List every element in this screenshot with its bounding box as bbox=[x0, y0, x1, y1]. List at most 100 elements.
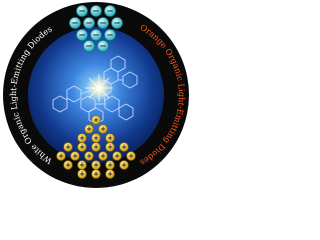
electron-icon: − bbox=[83, 17, 95, 29]
hole-icon-sign: + bbox=[93, 170, 99, 178]
hole-icon: + bbox=[91, 160, 101, 170]
hole-icon-sign: + bbox=[100, 152, 106, 160]
hole-icon-sign: + bbox=[79, 143, 85, 151]
hole-icon: + bbox=[126, 151, 136, 161]
hole-icon: + bbox=[119, 160, 129, 170]
electron-icon: − bbox=[90, 5, 102, 17]
electron-icon-circle bbox=[111, 17, 123, 29]
electron-icon-circle bbox=[104, 29, 116, 41]
hole-icon-circle bbox=[105, 169, 115, 179]
electron-icon: − bbox=[97, 40, 109, 52]
hole-icon-sign: + bbox=[65, 161, 71, 169]
hole-icon-sign: + bbox=[100, 125, 106, 133]
hole-icon-circle bbox=[77, 142, 87, 152]
electron-icon: − bbox=[104, 5, 116, 17]
hole-icon: + bbox=[63, 160, 73, 170]
hole-icon-sign: + bbox=[79, 161, 85, 169]
hole-icon: + bbox=[84, 124, 94, 134]
hole-icon-circle bbox=[77, 169, 87, 179]
hole-icon: + bbox=[91, 142, 101, 152]
hole-icon: + bbox=[77, 160, 87, 170]
electron-icon-circle bbox=[69, 17, 81, 29]
electron-icon: − bbox=[97, 17, 109, 29]
electron-icon-sign: − bbox=[99, 41, 106, 51]
hole-icon: + bbox=[119, 142, 129, 152]
hole-icon-circle bbox=[112, 151, 122, 161]
hole-icon: + bbox=[84, 151, 94, 161]
hole-icon: + bbox=[77, 169, 87, 179]
electron-icon-sign: − bbox=[78, 6, 85, 16]
hole-icon: + bbox=[105, 160, 115, 170]
hole-icon-sign: + bbox=[121, 143, 127, 151]
hole-icon-sign: + bbox=[93, 143, 99, 151]
hole-icon-circle bbox=[98, 124, 108, 134]
emission-sparkle-icon bbox=[85, 74, 113, 102]
electron-icon-circle bbox=[83, 40, 95, 52]
hole-icon-circle bbox=[98, 151, 108, 161]
electron-icon-circle bbox=[90, 29, 102, 41]
electron-icon: − bbox=[90, 29, 102, 41]
electron-icon-circle bbox=[76, 5, 88, 17]
hole-icon-sign: + bbox=[107, 143, 113, 151]
electron-icon-sign: − bbox=[92, 30, 99, 40]
hole-icon-sign: + bbox=[107, 161, 113, 169]
hole-icon: + bbox=[77, 142, 87, 152]
hole-icon-sign: + bbox=[58, 152, 64, 160]
electron-icon-sign: − bbox=[99, 18, 106, 28]
hole-icon-sign: + bbox=[65, 143, 71, 151]
hole-icon-sign: + bbox=[72, 152, 78, 160]
hole-icon-circle bbox=[84, 124, 94, 134]
electron-icon: − bbox=[76, 29, 88, 41]
hole-icon-sign: + bbox=[93, 161, 99, 169]
hole-icon-sign: + bbox=[128, 152, 134, 160]
hole-icon-circle bbox=[105, 142, 115, 152]
hole-icon-circle bbox=[63, 142, 73, 152]
hole-group: +++++++++++++++++++++++++ bbox=[56, 115, 136, 179]
electron-icon: − bbox=[83, 40, 95, 52]
electron-icon-sign: − bbox=[113, 18, 120, 28]
hole-icon: + bbox=[98, 124, 108, 134]
hole-icon-circle bbox=[84, 151, 94, 161]
electron-icon-sign: − bbox=[92, 6, 99, 16]
hole-icon-circle bbox=[91, 115, 101, 125]
hole-icon-circle bbox=[119, 160, 129, 170]
hole-icon-sign: + bbox=[93, 134, 99, 142]
hole-icon: + bbox=[63, 142, 73, 152]
electron-icon: − bbox=[69, 17, 81, 29]
hole-icon: + bbox=[105, 169, 115, 179]
electron-icon-circle bbox=[76, 29, 88, 41]
hole-icon-sign: + bbox=[107, 170, 113, 178]
hole-icon-circle bbox=[63, 160, 73, 170]
hole-icon: + bbox=[77, 133, 87, 143]
hole-icon-circle bbox=[91, 169, 101, 179]
electron-icon-sign: − bbox=[106, 30, 113, 40]
electron-icon-circle bbox=[90, 5, 102, 17]
hole-icon-circle bbox=[91, 142, 101, 152]
hole-icon: + bbox=[112, 151, 122, 161]
hole-icon-circle bbox=[126, 151, 136, 161]
electron-icon: − bbox=[76, 5, 88, 17]
electron-icon-circle bbox=[104, 5, 116, 17]
hole-icon-circle bbox=[56, 151, 66, 161]
hole-icon: + bbox=[56, 151, 66, 161]
hole-icon: + bbox=[105, 142, 115, 152]
hole-icon-sign: + bbox=[121, 161, 127, 169]
hole-icon-sign: + bbox=[86, 152, 92, 160]
electron-icon: − bbox=[111, 17, 123, 29]
hole-icon: + bbox=[91, 169, 101, 179]
hole-icon-sign: + bbox=[79, 134, 85, 142]
hole-icon-circle bbox=[70, 151, 80, 161]
electron-icon-sign: − bbox=[78, 30, 85, 40]
hole-icon: + bbox=[70, 151, 80, 161]
electron-group: −−−−−−−−−−−− bbox=[69, 5, 123, 52]
hole-icon: + bbox=[91, 133, 101, 143]
hole-icon: + bbox=[98, 151, 108, 161]
hole-icon-sign: + bbox=[86, 125, 92, 133]
oled-diagram: White Organic Light-Emitting Diodes Oran… bbox=[3, 2, 189, 188]
electron-icon: − bbox=[104, 29, 116, 41]
hole-icon-sign: + bbox=[114, 152, 120, 160]
electron-icon-circle bbox=[97, 40, 109, 52]
hole-icon-circle bbox=[119, 142, 129, 152]
molecule-structure bbox=[52, 55, 138, 125]
electron-icon-circle bbox=[97, 17, 109, 29]
